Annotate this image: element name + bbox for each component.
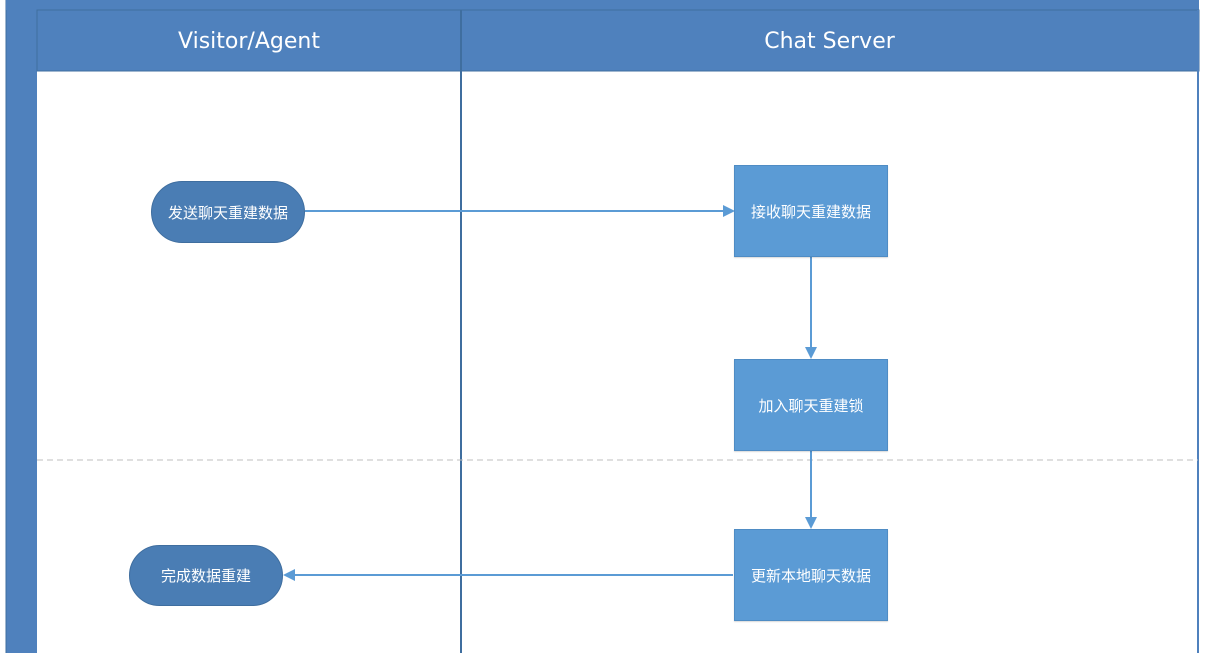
lane-header-chat-server: Chat Server [461, 12, 1198, 70]
terminal-send-rebuild-data: 发送聊天重建数据 [151, 181, 305, 243]
lane-title-visitor-agent: Visitor/Agent [178, 28, 320, 54]
node-label: 发送聊天重建数据 [167, 203, 288, 222]
terminal-finish-rebuild: 完成数据重建 [129, 545, 283, 606]
process-update-local-data: 更新本地聊天数据 [734, 529, 888, 621]
lane-header-bar [36, 9, 1200, 72]
pool-top-strip [6, 0, 1199, 10]
pool-side-band [6, 0, 37, 653]
node-label: 加入聊天重建锁 [758, 396, 864, 415]
lane-header-visitor-agent: Visitor/Agent [37, 12, 461, 70]
lane-title-chat-server: Chat Server [764, 28, 895, 54]
node-label: 接收聊天重建数据 [750, 202, 871, 221]
node-label: 完成数据重建 [160, 567, 251, 585]
process-receive-rebuild-data: 接收聊天重建数据 [734, 165, 888, 257]
node-label: 更新本地聊天数据 [750, 566, 871, 585]
process-add-rebuild-lock: 加入聊天重建锁 [734, 359, 888, 451]
